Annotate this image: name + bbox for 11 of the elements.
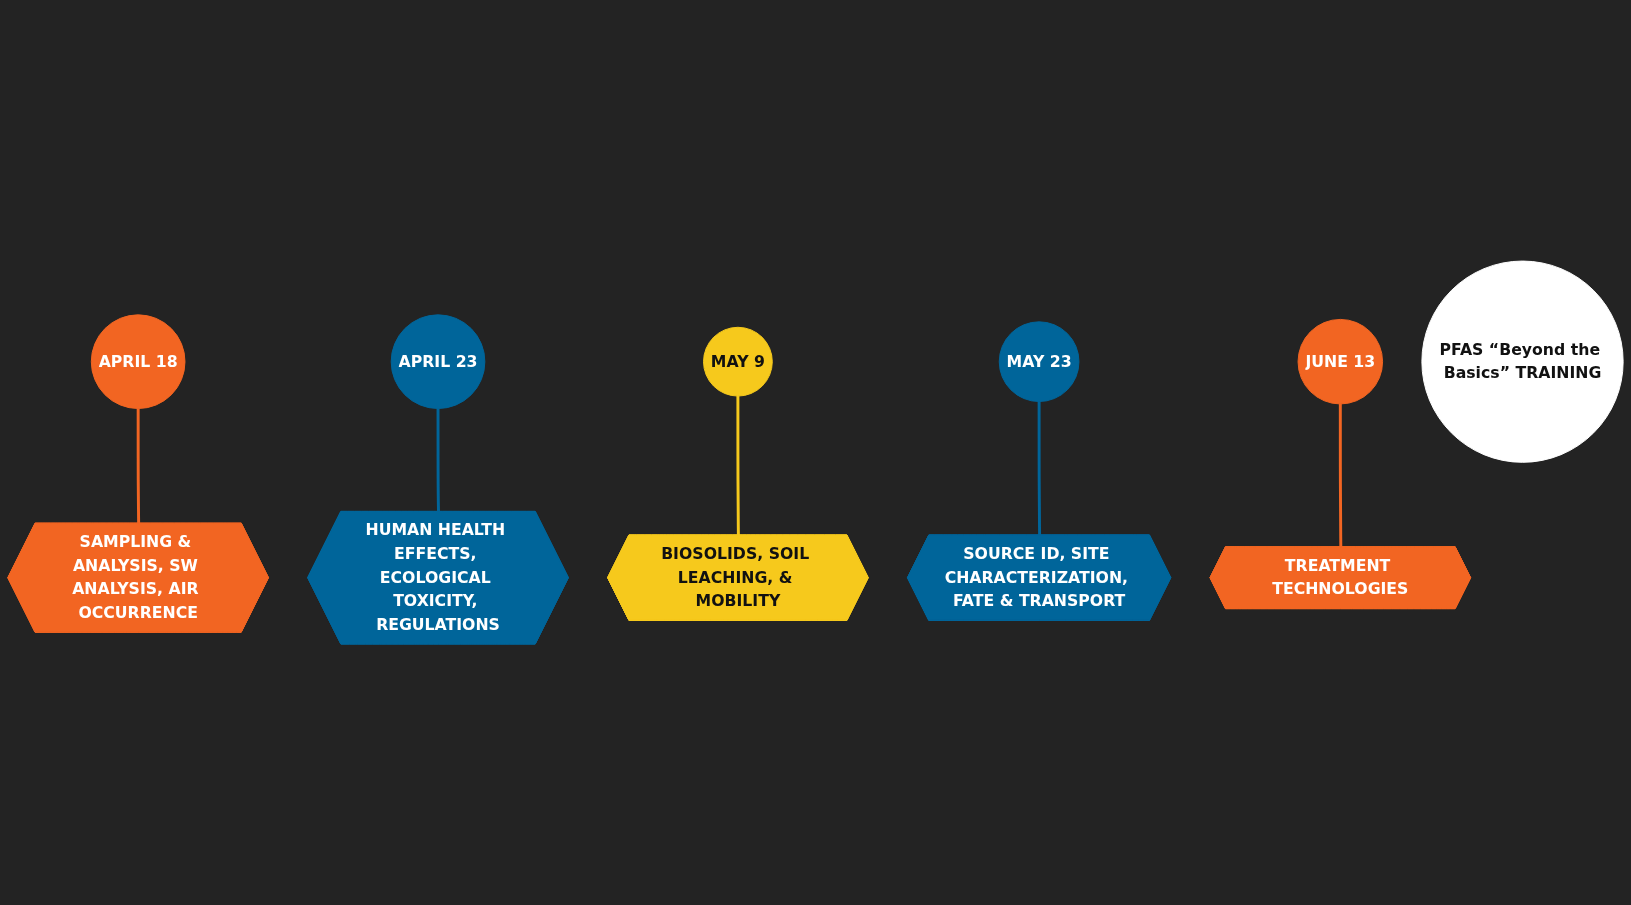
connector xyxy=(436,408,440,512)
node-circle: JUNE 13 xyxy=(1297,318,1384,405)
node-circle: MAY 9 xyxy=(703,326,773,397)
node-circle: MAY 23 xyxy=(998,321,1080,403)
node-circle: APRIL 18 xyxy=(90,314,186,409)
connector xyxy=(136,408,141,524)
connector xyxy=(1037,401,1042,536)
node-circle: APRIL 23 xyxy=(390,314,486,409)
node-circle: PFAS “Beyond the Basics” TRAINING xyxy=(1421,260,1624,463)
connector xyxy=(1338,403,1343,548)
connector xyxy=(736,396,740,536)
